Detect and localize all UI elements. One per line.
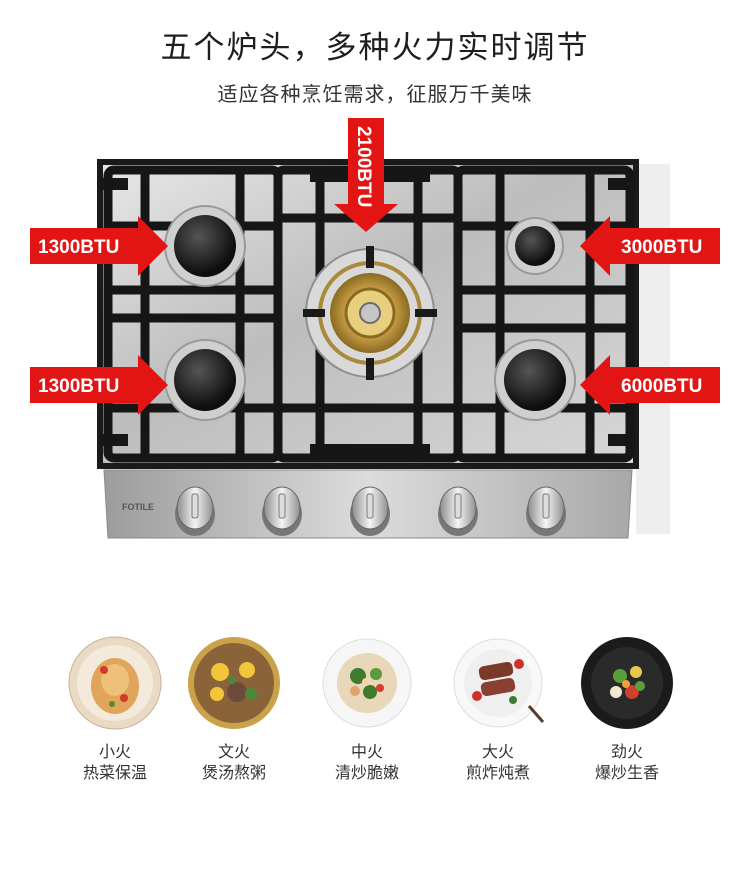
stir-fry-icon [322,638,412,728]
dish-item: 大火 煎炸炖煮 [438,636,558,784]
roast-chicken-icon [68,636,162,730]
dish-item: 中火 清炒脆嫩 [307,636,427,784]
control-knobs [175,486,566,536]
brand-logo: FOTILE [122,502,154,512]
dish-heat-level: 大火 [481,742,514,761]
btu-arrow-top-left: 1300BTU [30,216,168,276]
dish-description: 清炒脆嫩 [334,763,399,782]
knob [262,486,302,536]
steak-icon [453,638,545,728]
burner-center [303,246,437,380]
knob [175,486,215,536]
dish-heat-level: 小火 [98,742,131,761]
dish-item: 文火 煲汤熬粥 [174,636,294,784]
btu-label: 1300BTU [38,237,119,258]
btu-arrow-bottom-right: 6000BTU [580,355,720,415]
burner-top-left [164,205,246,287]
knob [350,486,390,536]
dish-heat-level: 劲火 [610,742,643,761]
cooktop-image: FOTILE [0,118,750,558]
btu-arrow-top-right: 3000BTU [580,216,720,276]
knob [438,486,478,536]
btu-label: 3000BTU [621,237,702,258]
btu-arrow-center: 2100BTU [334,118,398,232]
btu-label: 1300BTU [38,376,119,397]
btu-label: 2100BTU [353,126,374,207]
btu-label: 6000BTU [621,376,702,397]
stew-icon [188,637,280,729]
heat-level-dishes: 小火 热菜保温 文火 煲汤熬粥 中火 清炒脆嫩 [0,636,750,816]
dish-heat-level: 中火 [350,742,383,761]
page-title: 五个炉头，多种火力实时调节 [160,30,590,66]
dish-description: 煎炸炖煮 [465,763,530,782]
dish-description: 煲汤熬粥 [201,763,266,782]
btu-arrow-bottom-left: 1300BTU [30,355,168,415]
knob [526,486,566,536]
page-subtitle: 适应各种烹饪需求，征服万千美味 [217,82,533,106]
wok-salad-icon [581,637,673,729]
burner-top-right [506,217,564,275]
burner-bottom-left [164,339,246,421]
burner-bottom-right [494,339,576,421]
dish-description: 爆炒生香 [594,763,659,782]
dish-heat-level: 文火 [217,742,250,761]
dish-item: 小火 热菜保温 [55,636,175,784]
dish-item: 劲火 爆炒生香 [567,636,687,784]
dish-description: 热菜保温 [82,763,147,782]
